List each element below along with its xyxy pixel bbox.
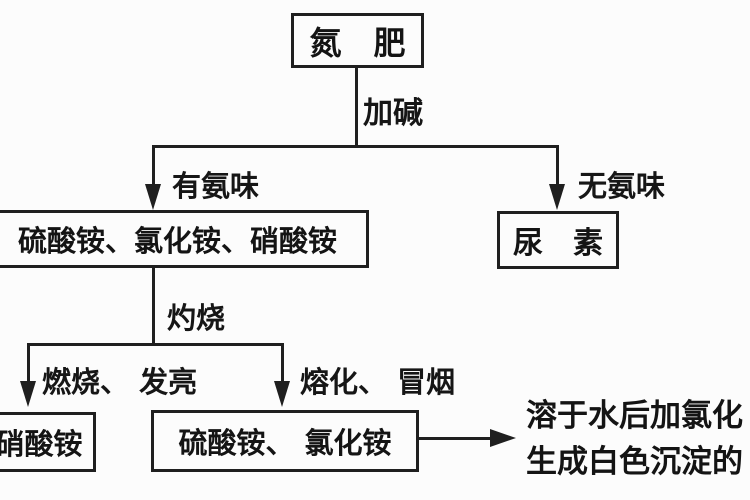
result-note: 溶于水后加氯化 生成白色沉淀的	[526, 393, 750, 485]
connector-right-branch	[556, 145, 559, 189]
down-arrowhead-icon	[145, 184, 161, 210]
connector-ignite-down	[152, 266, 155, 346]
connector-melt-branch	[281, 343, 284, 383]
node-ammonium-nitrate: 硝酸铵	[0, 412, 96, 472]
edge-label-ignite: 灼烧	[167, 301, 226, 335]
node-nitrogen-fertilizer: 氮 肥	[291, 13, 424, 68]
node-ammonium-salts: 硫酸铵、氯化铵、硝酸铵	[0, 210, 369, 268]
down-arrowhead-icon	[20, 381, 36, 407]
node-urea: 尿 素	[497, 211, 619, 269]
down-arrowhead-icon	[549, 184, 565, 210]
connector-split-bottom	[27, 343, 284, 346]
edge-label-add-alkali: 加碱	[363, 96, 423, 131]
connector-burn-branch	[27, 343, 30, 383]
connector-root-down	[355, 66, 358, 147]
edge-label-burn-glow: 燃烧、 发亮	[42, 365, 198, 399]
connector-split-top	[152, 145, 559, 148]
connector-result-arrow	[418, 437, 492, 440]
result-note-line1: 溶于水后加氯化	[526, 398, 743, 434]
edge-label-has-ammonia-odor: 有氨味	[172, 169, 260, 203]
connector-left-branch	[152, 145, 155, 189]
right-arrowhead-icon	[490, 429, 516, 447]
down-arrowhead-icon	[274, 381, 290, 407]
node-ammonium-sulfate-chloride: 硫酸铵、 氯化铵	[151, 410, 419, 472]
edge-label-melt-smoke: 熔化、 冒烟	[300, 365, 456, 399]
result-note-line2: 生成白色沉淀的	[526, 444, 743, 480]
edge-label-no-ammonia-odor: 无氨味	[578, 169, 666, 203]
